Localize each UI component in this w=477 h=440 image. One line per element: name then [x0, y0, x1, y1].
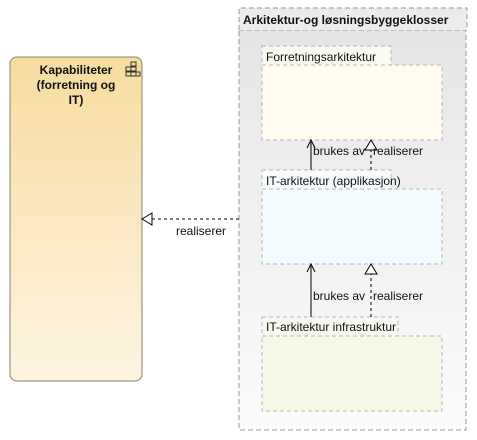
realization-relation-capability[interactable] [141, 212, 239, 226]
realization-relation-bottom[interactable] [364, 263, 378, 317]
it-infrastructure-architecture-title: IT-arkitektur infrastruktur [266, 320, 396, 334]
it-infrastructure-architecture-box[interactable]: IT-arkitektur infrastruktur [261, 316, 443, 412]
capability-grid-icon [125, 61, 141, 77]
capability-title-line-2: (forretning og [37, 78, 116, 92]
realises-label-capability: realiserer [176, 224, 226, 238]
business-architecture-title: Forretningsarkitektur [266, 50, 376, 64]
realises-label-top: realiserer [373, 144, 423, 158]
realises-label-bottom: realiserer [373, 289, 423, 303]
used-by-label-bottom: brukes av [313, 289, 365, 303]
used-by-label-top: brukes av [313, 144, 365, 158]
capability-element[interactable]: Kapabiliteter (forretning og IT) [9, 56, 143, 382]
realization-relation-top[interactable] [364, 139, 378, 170]
capability-title-line-3: IT) [69, 93, 84, 107]
it-application-architecture-title: IT-arkitektur (applikasjon) [266, 174, 401, 188]
business-architecture-box[interactable]: Forretningsarkitektur [261, 45, 443, 141]
serving-relation-top[interactable] [306, 138, 316, 170]
it-application-architecture-box[interactable]: IT-arkitektur (applikasjon) [261, 169, 443, 265]
serving-relation-bottom[interactable] [306, 262, 316, 317]
capability-title-line-1: Kapabiliteter [40, 63, 113, 77]
group-title: Arkitektur-og løsningsbyggeklosser [243, 13, 449, 27]
